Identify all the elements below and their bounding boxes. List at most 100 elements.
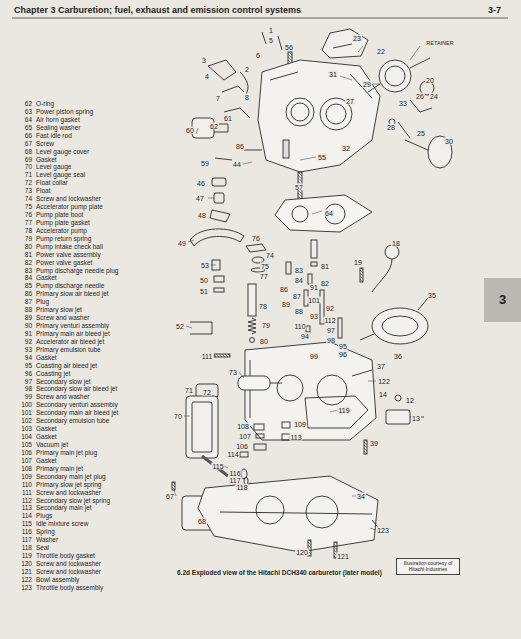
part-name: Power valve assembly	[36, 252, 101, 259]
list-number: 85	[12, 283, 32, 290]
part-name: Seal	[36, 545, 49, 552]
list-number: 70	[12, 164, 32, 171]
list-number: 99	[12, 394, 32, 401]
part-name: Screw and lockwasher	[36, 561, 101, 568]
callout-number: 123	[376, 527, 390, 534]
callout-number: 12	[405, 397, 415, 404]
list-number: 114	[12, 513, 32, 520]
list-number: 74	[12, 196, 32, 203]
callout-number: 51	[199, 288, 209, 295]
list-number: 107	[12, 458, 32, 465]
list-number: 75	[12, 204, 32, 211]
callout-number: 108	[236, 423, 250, 430]
list-number: 96	[12, 371, 32, 378]
callout-number: 44	[232, 161, 242, 168]
callout-number: 96	[338, 351, 348, 358]
list-number: 68	[12, 149, 32, 156]
list-number: 102	[12, 418, 32, 425]
part-name: Idle mixture screw	[36, 521, 88, 528]
part-name: Pump discharge needle	[36, 283, 104, 290]
part-name: Gasket	[36, 157, 57, 164]
callout-number: 84	[294, 277, 304, 284]
list-number: 100	[12, 402, 32, 409]
callout-number: 64	[324, 210, 334, 217]
callout-number: 77	[259, 273, 269, 280]
callout-number: 34	[356, 493, 366, 500]
callout-number: 86	[279, 286, 289, 293]
callout-number: 46	[196, 180, 206, 187]
callout-number: 78	[258, 303, 268, 310]
list-number: 88	[12, 307, 32, 314]
callout-number: 75	[260, 263, 270, 270]
callout-number: 2	[244, 66, 250, 73]
part-name: Primary slow air bleed jet	[36, 291, 109, 298]
callout-number: 7	[215, 95, 221, 102]
part-name: Screw and lockwasher	[36, 569, 101, 576]
list-number: 80	[12, 244, 32, 251]
callout-number: 99	[309, 353, 319, 360]
callout-number: 80	[259, 338, 269, 345]
part-name: Air horn gasket	[36, 117, 80, 124]
callout-number: 61	[223, 115, 233, 122]
list-number: 72	[12, 180, 32, 187]
callout-number: 93	[309, 313, 319, 320]
callout-number: 89	[281, 301, 291, 308]
part-name: Secondary slow jet	[36, 379, 91, 386]
list-number: 93	[12, 347, 32, 354]
callout-number: 52	[175, 323, 185, 330]
part-name: Fast idle rod	[36, 133, 72, 140]
list-number: 84	[12, 275, 32, 282]
callout-number: 37	[376, 363, 386, 370]
callout-number: 112	[323, 317, 336, 324]
part-name: Secondary slow air bleed jet	[36, 386, 117, 393]
callout-number: 5	[268, 37, 274, 44]
list-number: 64	[12, 117, 32, 124]
callout-number: 39	[369, 440, 379, 447]
callout-number: 20	[425, 77, 435, 84]
page-number: 3-7	[488, 6, 501, 15]
credit-box: Illustration courtesy of Hitachi Industr…	[396, 558, 460, 575]
callout-number: 111	[201, 353, 214, 360]
callout-number: 116	[228, 470, 241, 477]
part-name: Plugs	[36, 513, 52, 520]
callout-number: 97	[326, 327, 336, 334]
part-name: Pump intake check ball	[36, 244, 103, 251]
list-number: 81	[12, 252, 32, 259]
list-number: 123	[12, 585, 32, 592]
callout-number: 118	[235, 484, 248, 491]
callout-number: 83	[294, 267, 304, 274]
part-name: Throttle body gasket	[36, 553, 95, 560]
list-number: 90	[12, 323, 32, 330]
part-name: Throttle body assembly	[36, 585, 103, 592]
list-number: 104	[12, 434, 32, 441]
callout-number: 109	[293, 421, 307, 428]
part-name: Accelerator pump	[36, 228, 87, 235]
part-name: Pump plate boot	[36, 212, 83, 219]
callout-number: 91	[309, 284, 319, 291]
list-number: 122	[12, 577, 32, 584]
part-name: Secondary slow jet spring	[36, 498, 110, 505]
list-number: 95	[12, 363, 32, 370]
list-number: 121	[12, 569, 32, 576]
list-number: 82	[12, 260, 32, 267]
callout-number: 53	[200, 262, 210, 269]
part-name: Primary slow jet	[36, 307, 82, 314]
part-name: Screw and washer	[36, 315, 89, 322]
callout-number: 4	[204, 73, 210, 80]
callout-number: 24	[429, 93, 439, 100]
callout-number: 60	[185, 127, 195, 134]
list-number: 67	[12, 141, 32, 148]
part-name: Coasting jet	[36, 371, 70, 378]
part-name: Secondary main jet	[36, 505, 92, 512]
part-name: Screw and washer	[36, 394, 89, 401]
callout-number: 101	[307, 297, 321, 304]
callout-number: 59	[200, 160, 210, 167]
callout-number: 35	[427, 292, 437, 299]
list-number: 69	[12, 157, 32, 164]
part-name: Gasket	[36, 275, 57, 282]
list-number: 76	[12, 212, 32, 219]
list-number: 79	[12, 236, 32, 243]
list-number: 71	[12, 172, 32, 179]
callout-number: 79	[261, 322, 271, 329]
callout-number: 119	[337, 407, 350, 414]
